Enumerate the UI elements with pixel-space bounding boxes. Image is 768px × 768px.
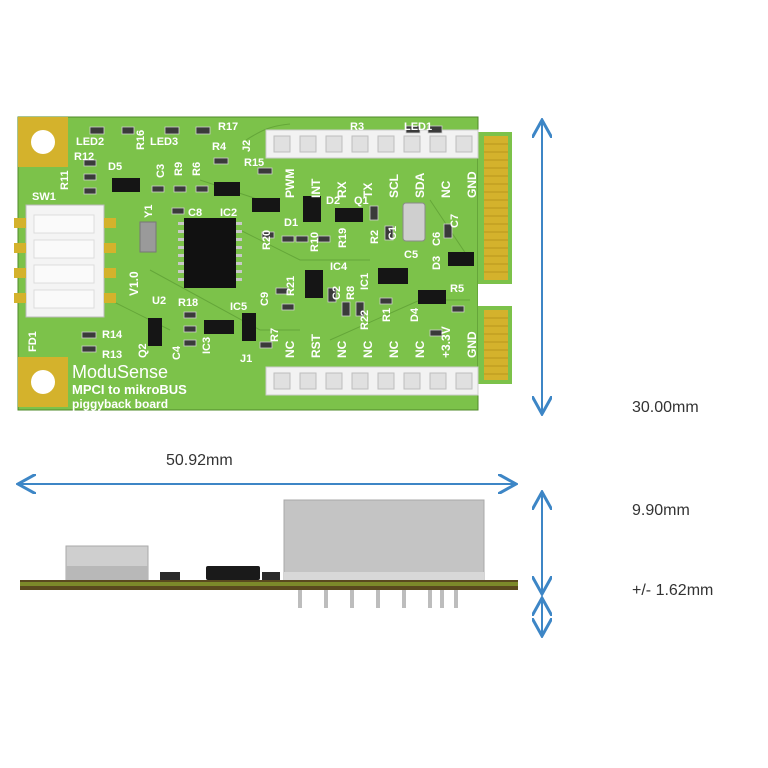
ref-led1: LED1: [404, 121, 432, 133]
ref-j1: J1: [240, 353, 252, 365]
ref-c3: C3: [155, 164, 167, 178]
capacitor-c5: [402, 202, 426, 242]
ref-q2: Q2: [137, 343, 149, 358]
pin-top-7: NC: [439, 180, 453, 198]
ref-r20: R20: [261, 230, 273, 250]
ref-r7: R7: [269, 328, 281, 342]
ref-ic3: IC3: [201, 337, 213, 354]
ref-r17: R17: [218, 121, 238, 133]
ref-r5: R5: [450, 283, 464, 295]
pin-top-6: SDA: [413, 172, 427, 198]
ref-d3: D3: [431, 256, 443, 270]
ref-r3: R3: [350, 121, 364, 133]
pin-top-5: SCL: [387, 174, 401, 198]
ref-q1: Q1: [354, 195, 369, 207]
pin-labels: PWM INT RX TX SCL SDA NC GND NC RST NC N…: [283, 169, 479, 358]
pin-bottom-1: NC: [283, 340, 297, 358]
height-dimension: 30.00mm: [542, 122, 699, 416]
pin-bottom-5: NC: [387, 340, 401, 358]
ref-r14: R14: [102, 329, 123, 341]
brand-subtitle-2: piggyback board: [72, 397, 168, 411]
ref-d2: D2: [326, 195, 340, 207]
ref-r22: R22: [359, 310, 371, 330]
ref-led2: LED2: [76, 136, 104, 148]
ref-ic5: IC5: [230, 301, 247, 313]
ref-d1: D1: [284, 217, 298, 229]
ref-ic4: IC4: [330, 261, 348, 273]
ref-r13: R13: [102, 349, 122, 361]
ref-c4: C4: [171, 345, 183, 360]
pin-top-4: TX: [361, 183, 375, 198]
ref-r18: R18: [178, 297, 198, 309]
height-label: 30.00mm: [632, 399, 699, 416]
header-j1: [265, 366, 479, 396]
ref-c7: C7: [449, 214, 461, 228]
board-version: V1.0: [127, 271, 141, 296]
pin-top-1: PWM: [283, 169, 297, 198]
ref-r16: R16: [135, 130, 147, 150]
ref-d5: D5: [108, 161, 122, 173]
mounting-hole-bottom: [18, 357, 68, 407]
pin-top-3: RX: [335, 181, 349, 198]
smd-components: [112, 178, 474, 346]
ref-r9: R9: [173, 162, 185, 176]
ref-c5: C5: [404, 249, 418, 261]
pin-bottom-6: NC: [413, 340, 427, 358]
main-ic: [178, 218, 242, 288]
switch-sw1: [14, 204, 116, 318]
pcb-side-view: [20, 499, 518, 608]
ref-c2: C2: [331, 286, 343, 300]
board-branding: ModuSense MPCI to mikroBUS piggyback boa…: [72, 362, 187, 411]
pin-bottom-7: +3.3V: [439, 326, 453, 358]
ref-fd1: FD1: [27, 331, 39, 352]
ref-r2: R2: [369, 230, 381, 244]
brand-subtitle-1: MPCI to mikroBUS: [72, 382, 187, 397]
ref-u2: U2: [152, 295, 166, 307]
pin-bottom-3: NC: [335, 340, 349, 358]
ref-d4: D4: [409, 307, 421, 322]
ref-led3: LED3: [150, 136, 178, 148]
ref-y1: Y1: [143, 205, 155, 218]
ref-c1: C1: [387, 226, 399, 240]
pin-bottom-4: NC: [361, 340, 375, 358]
thickness-label: +/- 1.62mm: [632, 582, 713, 599]
component-height-dimension: 9.90mm: [542, 494, 690, 592]
ref-ic2: IC2: [220, 207, 237, 219]
ref-r10: R10: [309, 232, 321, 252]
pcb-top-view: LED2 LED3 R17 R4 R3 LED1 J2 R12 R11 D5 R…: [14, 116, 515, 411]
ref-r15: R15: [244, 157, 264, 169]
thickness-dimension: +/- 1.62mm: [542, 582, 713, 634]
ref-r11: R11: [59, 170, 71, 190]
ref-sw1: SW1: [32, 191, 56, 203]
ref-c8: C8: [188, 207, 202, 219]
width-label: 50.92mm: [166, 452, 233, 469]
pin-bottom-8: GND: [465, 331, 479, 358]
mounting-hole-top: [18, 117, 68, 167]
ref-r1: R1: [381, 308, 393, 322]
ref-j2: J2: [241, 140, 253, 152]
ref-r12: R12: [74, 151, 94, 163]
pin-bottom-2: RST: [309, 333, 323, 358]
ref-r4: R4: [212, 141, 227, 153]
pin-top-8: GND: [465, 171, 479, 198]
brand-logo-text: ModuSense: [72, 362, 168, 382]
ref-c9: C9: [259, 292, 271, 306]
width-dimension: 50.92mm: [20, 452, 514, 484]
edge-connector: [478, 132, 515, 384]
ref-r8: R8: [345, 286, 357, 300]
ref-r19: R19: [337, 228, 349, 248]
component-height-label: 9.90mm: [632, 502, 690, 519]
crystal-y1: [139, 221, 157, 253]
ref-ic1: IC1: [359, 273, 371, 290]
ref-r6: R6: [191, 162, 203, 176]
ref-r21: R21: [285, 276, 297, 296]
pin-top-2: INT: [309, 178, 323, 198]
header-j2: [265, 129, 479, 159]
ref-c6: C6: [431, 232, 443, 246]
